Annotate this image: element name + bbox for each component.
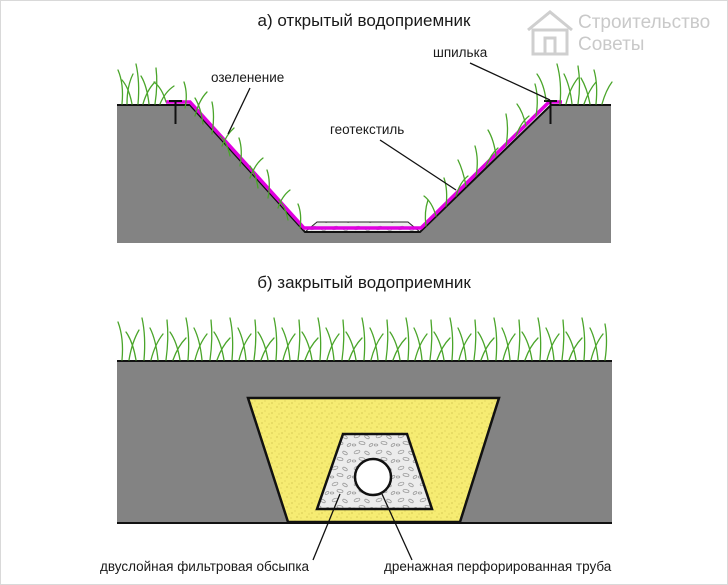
pin-right xyxy=(544,100,557,124)
leader-filter xyxy=(312,493,341,561)
leader-pin xyxy=(469,62,551,101)
watermark-line-1: Строительство xyxy=(578,12,710,33)
label-filter: двуслойная фильтровая обсыпка xyxy=(100,559,310,574)
label-geotextile: геотекстиль xyxy=(330,122,404,137)
open-drain-title: а) открытый водоприемник xyxy=(258,11,472,30)
label-greening: озеленение xyxy=(211,70,284,85)
leader-greening xyxy=(227,87,251,135)
leader-geotextile xyxy=(379,139,457,191)
label-pipe: дренажная перфорированная труба xyxy=(384,559,612,574)
closed-drain-title: б) закрытый водоприемник xyxy=(257,273,471,292)
watermark-line-2: Советы xyxy=(578,34,644,55)
open-soil xyxy=(117,105,611,243)
open-ground-line xyxy=(117,104,611,233)
label-pin: шпилька xyxy=(433,45,488,60)
watermark: Строительство Советы xyxy=(527,10,710,56)
house-icon xyxy=(527,10,573,56)
grass-open xyxy=(117,63,613,229)
pin-left xyxy=(169,100,182,124)
leader-pipe xyxy=(381,493,413,561)
drainage-pipe xyxy=(353,457,393,497)
grass-closed xyxy=(117,317,608,361)
